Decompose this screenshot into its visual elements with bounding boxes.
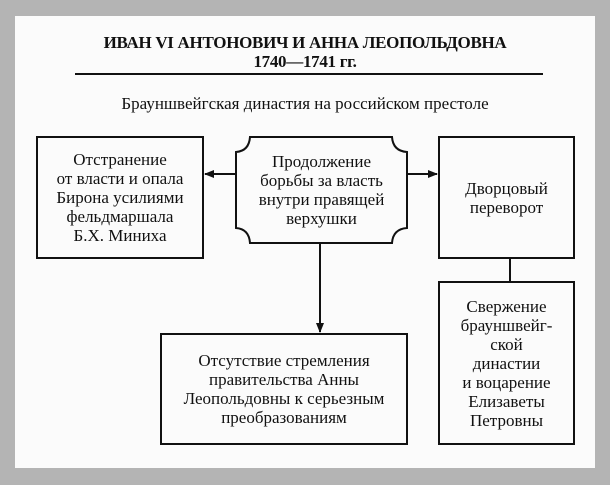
diagram-subtitle: Брауншвейгская династия на российском пр… (121, 94, 489, 113)
title-underline (75, 73, 543, 75)
node-right-label: Дворцовый переворот (465, 178, 548, 217)
diagram-dates: 1740—1741 гг. (253, 52, 357, 71)
node-bottom-right-label: Свержение брауншвейг- ской династии и во… (460, 296, 553, 430)
node-right: Дворцовый переворот (438, 136, 575, 259)
node-left-label: Отстранение от власти и опала Бирона уси… (56, 150, 184, 245)
node-left: Отстранение от власти и опала Бирона уси… (36, 136, 204, 259)
node-bottom-center: Отсутствие стремления правительства Анны… (160, 333, 408, 445)
node-bottom-center-label: Отсутствие стремления правительства Анны… (183, 351, 385, 427)
node-bottom-right: Свержение брауншвейг- ской династии и во… (438, 281, 575, 445)
center-box-shape (235, 136, 408, 244)
diagram-title: ИВАН VI АНТОНОВИЧ И АННА ЛЕОПОЛЬДОВНА (103, 33, 507, 52)
node-center-label: Продолжение борьбы за власть внутри прав… (258, 152, 385, 228)
node-center: Продолжение борьбы за власть внутри прав… (236, 137, 407, 243)
